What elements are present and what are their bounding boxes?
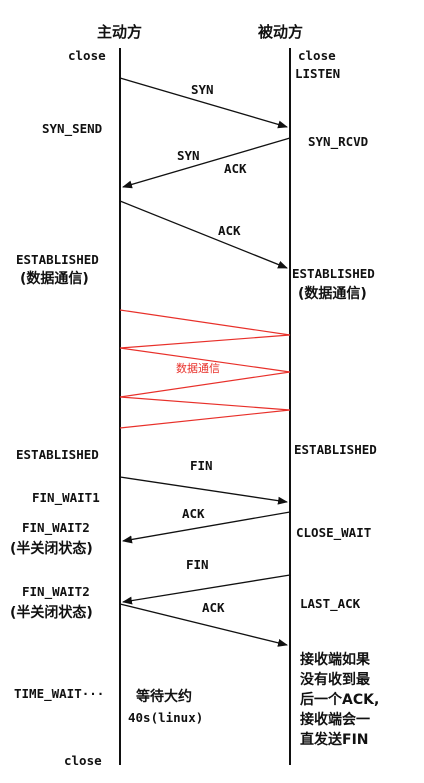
right-note-line-4: 接收端会一 [300, 711, 370, 728]
syn-arrow [119, 77, 288, 129]
syn-ack-ack-label: ACK [224, 161, 247, 176]
syn-ack-syn-label: SYN [177, 148, 200, 163]
wait-note-line-1: 等待大约 [136, 688, 192, 705]
ack-arrow-3 [119, 603, 288, 647]
wait-note-line-2: 40s(linux) [128, 710, 203, 725]
left-state-time-wait: TIME_WAIT··· [14, 686, 104, 702]
fin-arrow-2 [122, 574, 291, 605]
right-state-close-top: close [298, 48, 336, 63]
right-state-last-ack: LAST_ACK [300, 596, 361, 612]
right-note-line-2: 没有收到最 [300, 671, 371, 688]
passive-party-header: 被动方 [258, 23, 303, 41]
active-party-header: 主动方 [97, 23, 142, 41]
ack-label-3: ACK [202, 600, 225, 615]
left-state-fin-wait2-a-note: (半关闭状态) [10, 540, 93, 557]
right-state-established-note: (数据通信) [298, 285, 367, 302]
left-state-fin-wait1: FIN_WAIT1 [32, 490, 100, 506]
left-state-established-2: ESTABLISHED [16, 447, 99, 462]
ack-arrow-2 [122, 511, 291, 544]
right-state-established: ESTABLISHED [292, 266, 375, 281]
right-note-line-5: 直发送FIN [300, 731, 369, 748]
left-state-close-top: close [68, 48, 106, 63]
left-state-established-note: (数据通信) [20, 270, 89, 287]
fin-label-2: FIN [186, 557, 209, 572]
syn-label: SYN [191, 82, 214, 97]
ack-label-1: ACK [218, 223, 241, 238]
left-state-close-bottom: close [64, 753, 102, 768]
right-state-close-wait: CLOSE_WAIT [296, 525, 371, 541]
left-state-fin-wait2-b-note: (半关闭状态) [10, 604, 93, 621]
syn-ack-arrow [122, 137, 291, 189]
right-state-listen: LISTEN [295, 66, 340, 81]
left-state-fin-wait2-b: FIN_WAIT2 [22, 584, 90, 600]
data-exchange-lines [119, 309, 291, 429]
right-note-line-1: 接收端如果 [300, 651, 371, 668]
fin-arrow-1 [119, 476, 288, 505]
right-note-line-3: 后一个ACK, [300, 691, 379, 708]
left-state-fin-wait2-a: FIN_WAIT2 [22, 520, 90, 536]
right-state-established-2: ESTABLISHED [294, 442, 377, 457]
left-state-syn-send: SYN_SEND [42, 121, 102, 137]
data-exchange-label: 数据通信 [176, 361, 220, 375]
ack-label-2: ACK [182, 506, 205, 521]
fin-label-1: FIN [190, 458, 213, 473]
right-state-syn-rcvd: SYN_RCVD [308, 134, 368, 150]
ack-arrow-1 [119, 200, 288, 269]
left-state-established: ESTABLISHED [16, 252, 99, 267]
